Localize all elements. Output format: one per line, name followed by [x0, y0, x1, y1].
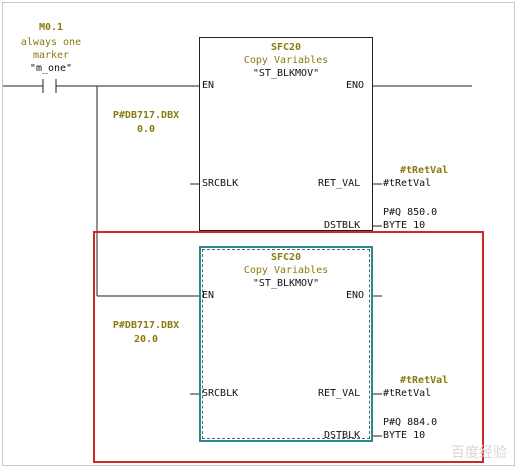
block1-retval-pin[interactable]: RET_VAL: [318, 178, 361, 189]
block2-symbol: "ST_BLKMOV": [252, 278, 320, 289]
ladder-diagram-frame: [2, 2, 515, 466]
block2-retval-param[interactable]: #tRetVal: [383, 388, 432, 399]
block1-dstblk-pin[interactable]: DSTBLK: [324, 220, 361, 231]
block1-eno-pin[interactable]: ENO: [346, 80, 365, 91]
block1-src-param-2[interactable]: 0.0: [136, 124, 156, 135]
contact-symbol: "m_one": [29, 63, 73, 74]
contact-comment-1: always one: [20, 37, 82, 48]
block1-name: SFC20: [270, 42, 302, 53]
block2-src-param-1[interactable]: P#DB717.DBX: [112, 320, 180, 331]
block1-src-param-1[interactable]: P#DB717.DBX: [112, 110, 180, 121]
contact-address: M0.1: [38, 22, 64, 33]
sfc20-block-1[interactable]: [199, 37, 373, 231]
block1-dst-param-1[interactable]: P#Q 850.0: [383, 207, 438, 218]
block2-title: Copy Variables: [243, 265, 329, 276]
normally-open-contact[interactable]: [40, 76, 60, 96]
block1-symbol: "ST_BLKMOV": [252, 68, 320, 79]
watermark: 百度经验: [451, 445, 507, 461]
contact-comment-2: marker: [32, 50, 70, 61]
block1-en-pin[interactable]: EN: [202, 80, 215, 91]
block2-dst-param-2[interactable]: BYTE 10: [383, 430, 426, 441]
block2-eno-pin[interactable]: ENO: [346, 290, 365, 301]
block2-en-pin[interactable]: EN: [202, 290, 215, 301]
block2-dstblk-pin[interactable]: DSTBLK: [324, 430, 361, 441]
block2-retval-symbol: #tRetVal: [400, 375, 449, 386]
block1-retval-symbol: #tRetVal: [400, 165, 449, 176]
selection-highlight-box: [93, 231, 484, 463]
block2-name: SFC20: [270, 252, 302, 263]
block1-srcblk-pin[interactable]: SRCBLK: [202, 178, 239, 189]
block1-title: Copy Variables: [243, 55, 329, 66]
block2-src-param-2[interactable]: 20.0: [133, 334, 159, 345]
block2-srcblk-pin[interactable]: SRCBLK: [202, 388, 239, 399]
block1-dst-param-2[interactable]: BYTE 10: [383, 220, 426, 231]
block2-dst-param-1[interactable]: P#Q 884.0: [383, 417, 438, 428]
sfc20-block-2[interactable]: [199, 246, 373, 442]
block1-retval-param[interactable]: #tRetVal: [383, 178, 432, 189]
block2-retval-pin[interactable]: RET_VAL: [318, 388, 361, 399]
